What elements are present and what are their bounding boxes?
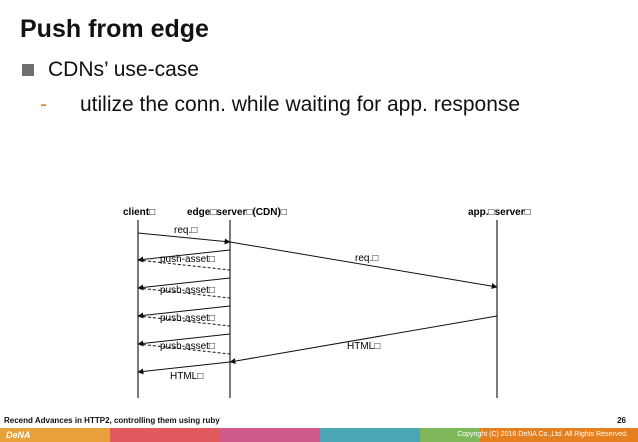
footer-color-bar: [0, 428, 638, 442]
req-arrow-edge-app: [229, 241, 498, 290]
push-asset-arrow: [137, 277, 231, 291]
client-label: client□: [123, 207, 155, 218]
sub-bullet-text: utilize the conn. while waiting for app.…: [80, 93, 521, 116]
sub-bullet-item: - utilize the conn. while waiting for ap…: [40, 93, 520, 117]
req-label-client-edge: req.□: [174, 225, 197, 236]
push-asset-dashed: [137, 287, 231, 299]
push-asset-arrow: [137, 249, 231, 263]
push-asset-label: push-asset□: [160, 285, 215, 296]
bullet-text: CDNs’ use-case: [48, 58, 199, 81]
app-server-label: app.□server□: [468, 207, 531, 218]
bullet-item: CDNs’ use-case: [22, 58, 199, 82]
footer-caption: Recend Advances in HTTP2, controlling th…: [4, 416, 220, 425]
push-asset-dashed: [137, 343, 231, 355]
dash-bullet-icon: -: [40, 93, 47, 116]
push-asset-label: push-asset□: [160, 313, 215, 324]
edge-server-label: edge□server□(CDN)□: [187, 207, 287, 218]
push-asset-label: push-asset□: [160, 341, 215, 352]
req-arrow-client-edge: [137, 232, 231, 245]
bar-segment: [0, 428, 110, 442]
req-label-edge-app: req.□: [355, 253, 378, 264]
bar-segment: [220, 428, 320, 442]
dena-logo: DeNA: [6, 430, 31, 440]
push-asset-dashed: [137, 315, 231, 327]
push-asset-dashed: [137, 259, 231, 271]
bar-segment: [320, 428, 420, 442]
html-arrow-edge-client: [137, 361, 231, 375]
push-asset-arrow: [137, 305, 231, 319]
bar-segment: [110, 428, 220, 442]
html-label-edge-client: HTML□: [170, 371, 203, 382]
bar-segment: [480, 428, 638, 442]
push-asset-label: push-asset□: [160, 254, 215, 265]
page-number: 26: [617, 416, 626, 425]
copyright-text: Copyright (C) 2016 DeNA Co.,Ltd. All Rig…: [457, 431, 628, 438]
bar-segment: [420, 428, 480, 442]
html-label-app-edge: HTML□: [347, 341, 380, 352]
push-asset-arrow: [137, 333, 231, 347]
square-bullet-icon: [22, 64, 34, 76]
html-arrow-app-edge: [229, 315, 498, 365]
slide-title: Push from edge: [20, 15, 209, 43]
